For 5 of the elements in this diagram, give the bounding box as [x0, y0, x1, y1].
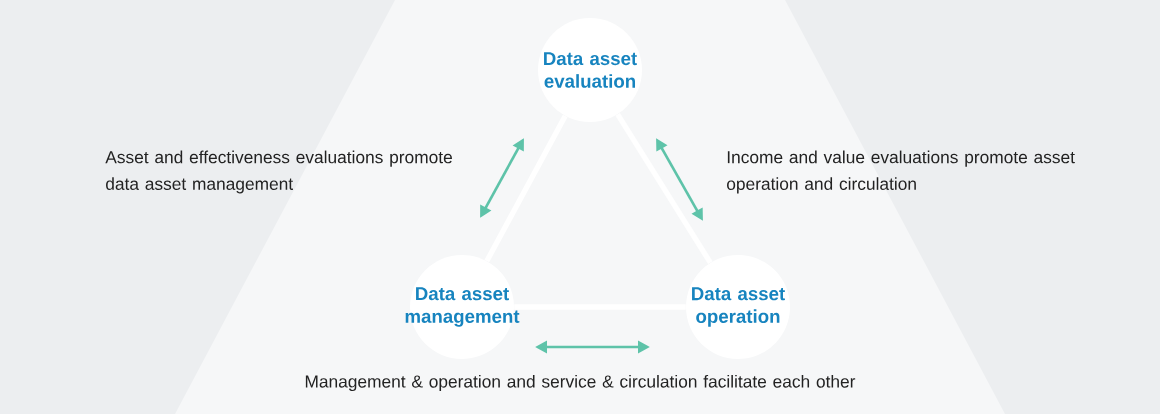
description-text: Income and value evaluations promote asset operation and circulation [727, 150, 1075, 194]
description-text: Asset and effectiveness evaluations promote data asset management [105, 150, 452, 194]
description-text: Management & operation and service & circulation facilitate each other [305, 374, 856, 392]
connector-line [615, 112, 713, 265]
connector-line [484, 114, 568, 263]
